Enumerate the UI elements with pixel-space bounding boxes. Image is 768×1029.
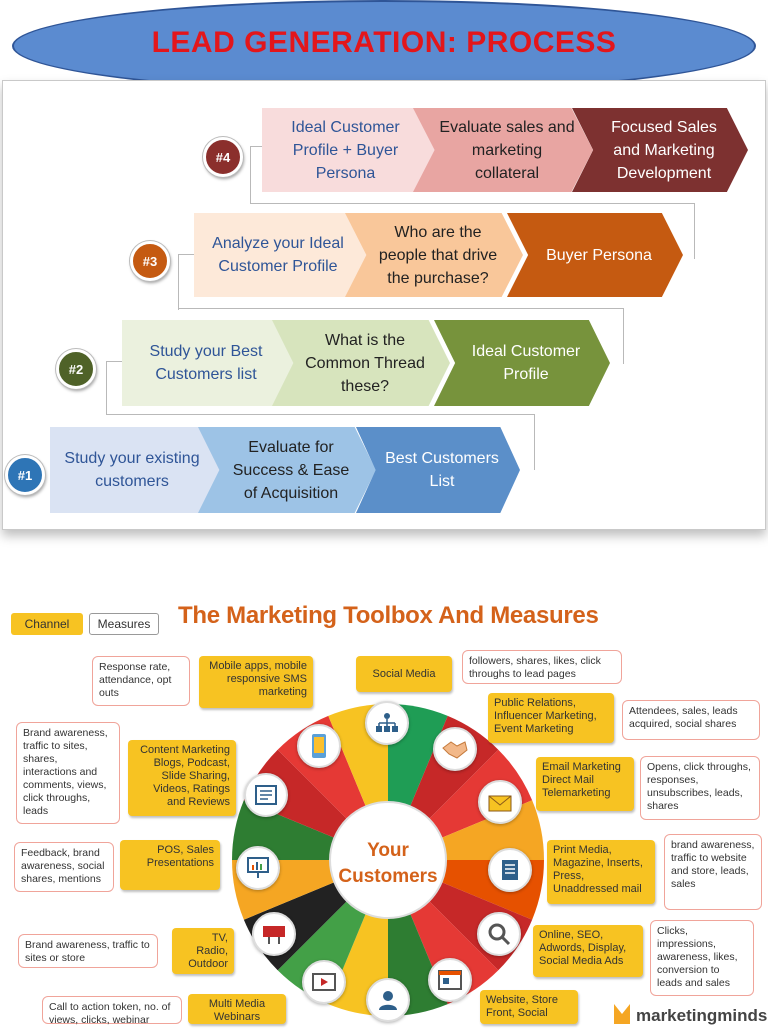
org-chart-icon [365, 701, 409, 745]
marketingminds-logo-icon [612, 1002, 632, 1024]
title-banner [12, 0, 756, 92]
brand-name: marketingminds [636, 1006, 768, 1025]
magnifier-gear-icon [477, 912, 521, 956]
measure-content-marketing: Brand awareness, traffic to sites, share… [16, 722, 120, 824]
step-3-stage-1: Analyze your Ideal Customer Profile [194, 213, 370, 297]
step-1-stage-2: Evaluate for Success & Ease of Acquisiti… [198, 427, 376, 513]
measure-multi-media: Call to action token, no. of views, clic… [42, 996, 182, 1026]
channel-social-media: Social Media [356, 656, 452, 692]
measure-pos: Feedback, brand awareness, social shares… [14, 842, 114, 892]
legend-channel: Channel [11, 613, 83, 635]
presentation-board-icon [236, 846, 280, 890]
step-1-stage-3: Best Customers List [356, 427, 520, 513]
measure-mobile: Response rate, attendance, opt outs [92, 656, 190, 706]
channel-pos: POS, Sales Presentations [120, 840, 220, 890]
step-3-stage-3: Buyer Persona [507, 213, 683, 297]
connector-line [178, 254, 179, 310]
connector-line [250, 203, 694, 204]
connector-line [250, 146, 262, 147]
step-4-stage-1: Ideal Customer Profile + Buyer Persona [262, 108, 437, 192]
connector-line [106, 414, 534, 415]
connector-line [106, 361, 122, 362]
channel-print-media: Print Media, Magazine, Inserts, Press, U… [547, 840, 655, 904]
connector-line [178, 308, 623, 309]
connector-line [106, 361, 107, 415]
step-2-stage-2: What is the Common Thread these? [272, 320, 450, 406]
document-icon [488, 848, 532, 892]
measure-social-media: followers, shares, likes, click throughs… [462, 650, 622, 684]
billboard-icon [252, 912, 296, 956]
channel-website: Website, Store Front, Social [480, 990, 578, 1024]
step-badge-2: #2 [56, 349, 96, 389]
step-3-stage-2: Who are the people that drive the purcha… [345, 213, 523, 297]
step-badge-1: #1 [5, 455, 45, 495]
channel-online: Online, SEO, Adwords, Display, Social Me… [533, 925, 643, 977]
connector-line [623, 308, 624, 364]
connector-line [694, 203, 695, 259]
mobile-phone-icon [297, 724, 341, 768]
handshake-icon [433, 727, 477, 771]
channel-tv-radio: TV, Radio, Outdoor [172, 928, 234, 974]
step-4-stage-2: Evaluate sales and marketing collateral [413, 108, 593, 192]
measure-tv-radio: Brand awareness, traffic to sites or sto… [18, 934, 158, 968]
channel-public-relations: Public Relations, Influencer Marketing, … [488, 693, 614, 743]
connector-line [534, 414, 535, 470]
step-badge-3: #3 [130, 241, 170, 281]
measure-print-media: brand awareness, traffic to website and … [664, 834, 762, 910]
step-2-stage-3: Ideal Customer Profile [434, 320, 610, 406]
newspaper-icon [244, 773, 288, 817]
channel-multi-media: Multi Media Webinars [188, 994, 286, 1024]
toolbox-title: The Marketing Toolbox And Measures [178, 602, 599, 629]
user-profile-icon [366, 978, 410, 1022]
step-4-stage-3: Focused Sales and Marketing Development [572, 108, 748, 192]
web-browser-icon [428, 958, 472, 1002]
wheel-center-label: Your Customers [338, 840, 438, 887]
legend-measures: Measures [89, 613, 159, 635]
measure-online: Clicks, impressions, awareness, likes, c… [650, 920, 754, 996]
video-player-icon [302, 960, 346, 1004]
measure-email: Opens, click throughs, responses, unsubs… [640, 756, 760, 820]
wheel-center-circle [329, 801, 447, 919]
channel-email-marketing: Email Marketing Direct Mail Telemarketin… [536, 757, 634, 811]
connector-line [250, 146, 251, 204]
step-2-stage-1: Study your Best Customers list [122, 320, 298, 406]
channel-mobile: Mobile apps, mobile responsive SMS marke… [199, 656, 313, 708]
page-title: LEAD GENERATION: PROCESS [151, 26, 617, 59]
email-envelope-icon [478, 780, 522, 824]
connector-line [178, 254, 194, 255]
step-1-stage-1: Study your existing customers [50, 427, 222, 513]
measure-public-relations: Attendees, sales, leads acquired, social… [622, 700, 760, 740]
channel-content-marketing: Content Marketing Blogs, Podcast, Slide … [128, 740, 236, 816]
step-badge-4: #4 [203, 137, 243, 177]
